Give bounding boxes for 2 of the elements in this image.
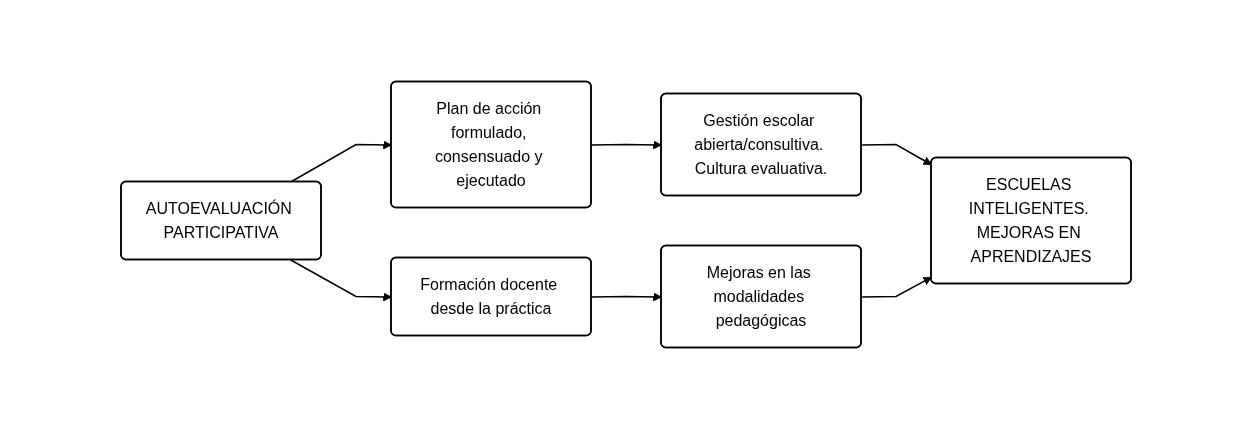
- arrow: [860, 143, 932, 166]
- arrow: [860, 276, 932, 298]
